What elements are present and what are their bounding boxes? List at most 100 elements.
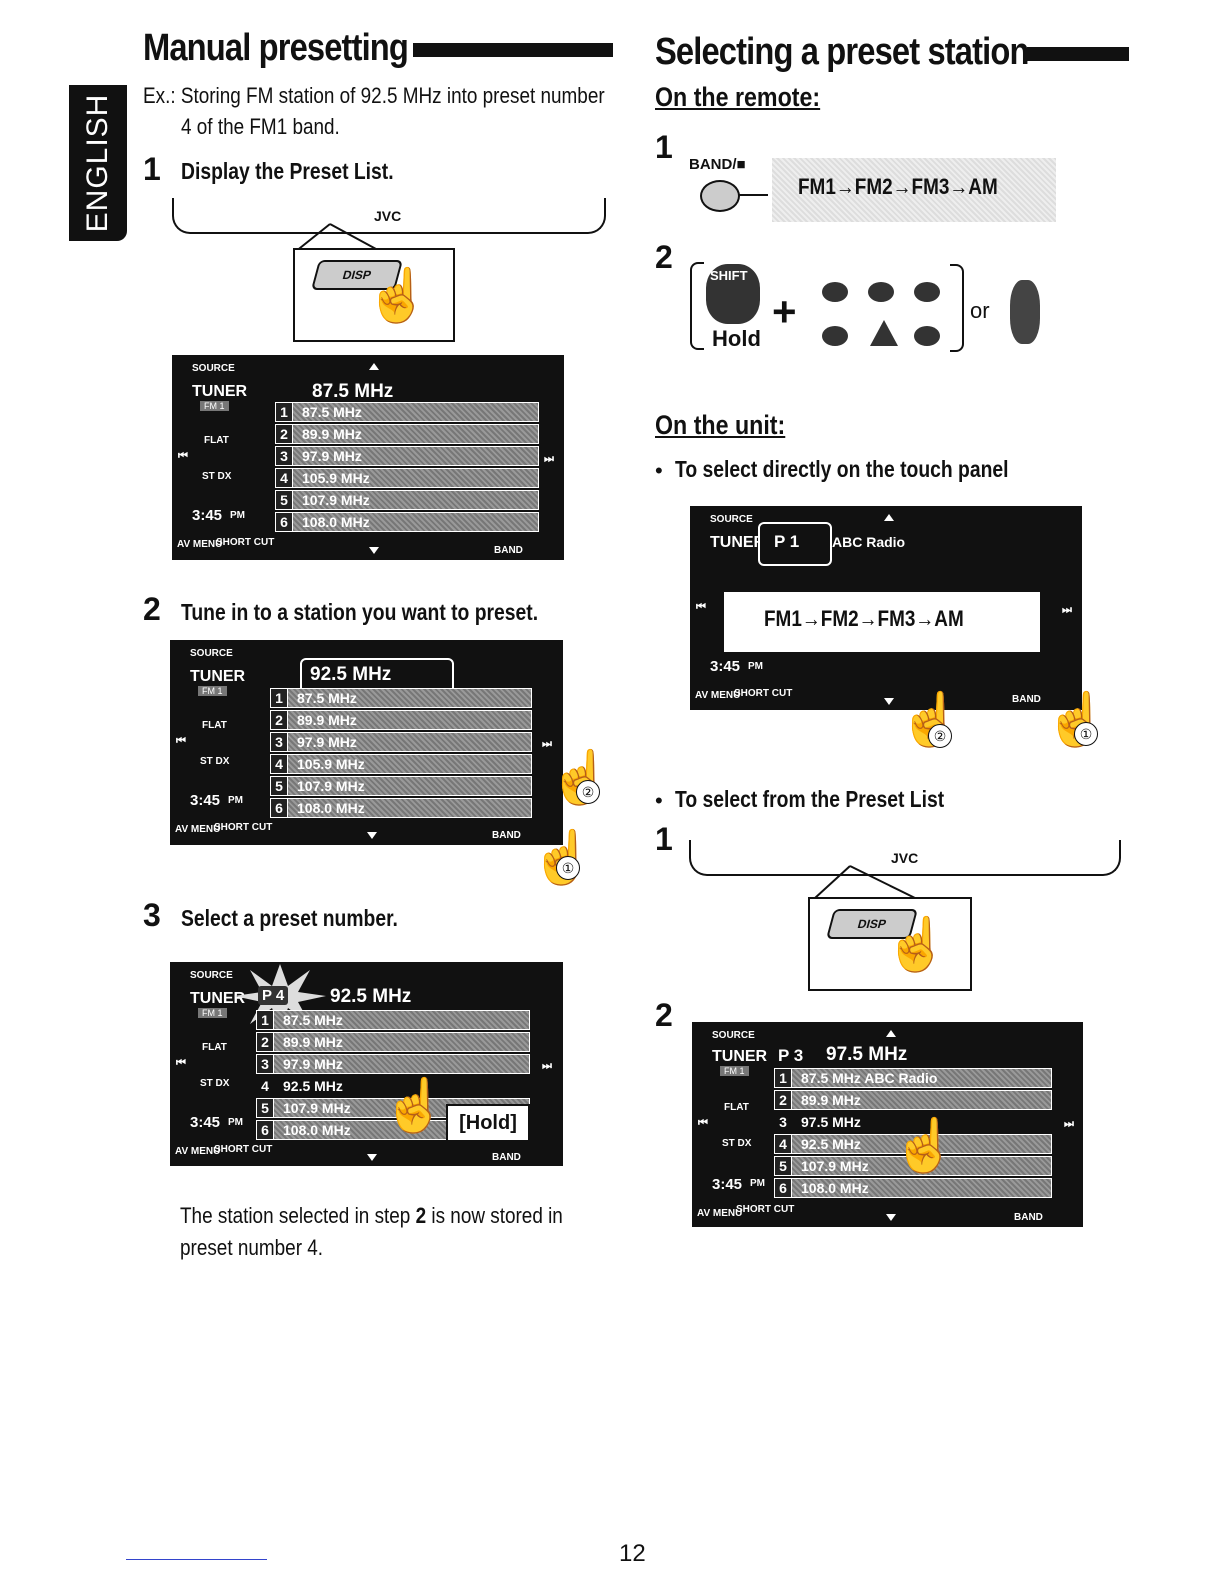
bracket <box>950 264 964 352</box>
av-menu-button[interactable]: AV MENU <box>177 539 223 550</box>
flat-label: FLAT <box>202 720 227 731</box>
title-bar <box>1027 47 1129 61</box>
band-sequence-popup: FM1→FM2→FM3→AM <box>724 592 1040 652</box>
source-button[interactable]: SOURCE <box>712 1030 755 1041</box>
step-number: 2 <box>143 591 161 627</box>
preset-button[interactable] <box>914 282 940 302</box>
tuner-label: TUNER <box>190 990 246 1007</box>
preset-badge: P 4 <box>258 986 289 1005</box>
band-button[interactable]: BAND <box>1012 694 1041 705</box>
prev-icon[interactable]: ⏮ <box>178 450 188 462</box>
band-remote-button[interactable] <box>700 180 740 212</box>
preset-button[interactable] <box>870 320 898 346</box>
band-tag: FM 1 <box>198 686 227 696</box>
short-cut-button[interactable]: SHORT CUT <box>214 822 273 833</box>
step-number: 2 <box>655 239 673 275</box>
pm-label: PM <box>228 795 243 806</box>
circled-number-2: ② <box>576 780 600 804</box>
down-arrow-icon[interactable] <box>369 547 379 554</box>
preset-badge: P 3 <box>778 1046 804 1065</box>
band-button[interactable]: BAND <box>492 1152 521 1163</box>
source-button[interactable]: SOURCE <box>710 514 753 525</box>
note-text: The station selected in step <box>180 1203 416 1228</box>
circled-number-1: ① <box>556 856 580 880</box>
prev-icon[interactable]: ⏮ <box>176 1057 186 1069</box>
preset-button[interactable] <box>868 282 894 302</box>
clock: 3:45 <box>710 658 741 675</box>
band-button[interactable]: BAND <box>492 830 521 841</box>
jvc-logo: JVC <box>891 850 919 866</box>
short-cut-button[interactable]: SHORT CUT <box>734 688 793 699</box>
up-arrow-icon[interactable] <box>884 514 894 521</box>
clock: 3:45 <box>192 507 223 524</box>
next-icon[interactable]: ⏭ <box>1062 604 1072 616</box>
example-line2: 4 of the FM1 band. <box>181 114 340 139</box>
step-text: Display the Preset List. <box>181 158 394 184</box>
source-button[interactable]: SOURCE <box>190 970 233 981</box>
next-icon[interactable]: ⏭ <box>544 453 554 465</box>
av-menu-button[interactable]: AV MENU <box>695 690 741 701</box>
prev-icon[interactable]: ⏮ <box>696 601 706 613</box>
down-arrow-icon[interactable] <box>367 1154 377 1161</box>
preset-button[interactable] <box>822 282 848 302</box>
next-icon[interactable]: ⏭ <box>542 738 552 750</box>
preset-button[interactable] <box>822 326 848 346</box>
down-arrow-icon[interactable] <box>884 698 894 705</box>
down-arrow-icon[interactable] <box>886 1214 896 1221</box>
next-icon[interactable]: ⏭ <box>1064 1118 1074 1130</box>
up-arrow-icon[interactable] <box>886 1030 896 1037</box>
next-icon[interactable]: ⏭ <box>542 1060 552 1072</box>
preset-list-screen-5: SOURCE TUNER FM 1 P 3 97.5 MHz FLAT ⏮ ⏭ … <box>692 1022 1083 1227</box>
hand-icon: ☝ <box>365 267 430 325</box>
av-menu-button[interactable]: AV MENU <box>697 1208 743 1219</box>
av-menu-button[interactable]: AV MENU <box>175 1146 221 1157</box>
footer-rule <box>126 1559 267 1560</box>
source-button[interactable]: SOURCE <box>192 363 235 374</box>
pointer-lines <box>814 865 916 899</box>
shift-button[interactable]: SHIFT <box>706 264 760 324</box>
up-arrow-icon[interactable] <box>369 363 379 370</box>
band-button[interactable]: BAND <box>1014 1212 1043 1223</box>
down-arrow-icon[interactable] <box>367 832 377 839</box>
st-dx-label: ST DX <box>200 756 230 767</box>
short-cut-button[interactable]: SHORT CUT <box>736 1204 795 1215</box>
prev-icon[interactable]: ⏮ <box>698 1117 708 1129</box>
source-button[interactable]: SOURCE <box>190 648 233 659</box>
step-number: 1 <box>655 821 673 857</box>
title-bar <box>413 43 613 57</box>
av-menu-button[interactable]: AV MENU <box>175 824 221 835</box>
prev-icon[interactable]: ⏮ <box>176 735 186 747</box>
short-cut-button[interactable]: SHORT CUT <box>216 537 275 548</box>
selecting-preset-title: Selecting a preset station <box>655 31 1029 73</box>
circled-number-2: ② <box>928 724 952 748</box>
band-button[interactable]: BAND <box>494 545 523 556</box>
hand-icon: ☝ <box>382 1077 447 1135</box>
scroll-button[interactable] <box>1010 280 1040 344</box>
preset-button[interactable] <box>914 326 940 346</box>
clock: 3:45 <box>190 792 221 809</box>
short-cut-button[interactable]: SHORT CUT <box>214 1144 273 1155</box>
st-dx-label: ST DX <box>722 1138 752 1149</box>
